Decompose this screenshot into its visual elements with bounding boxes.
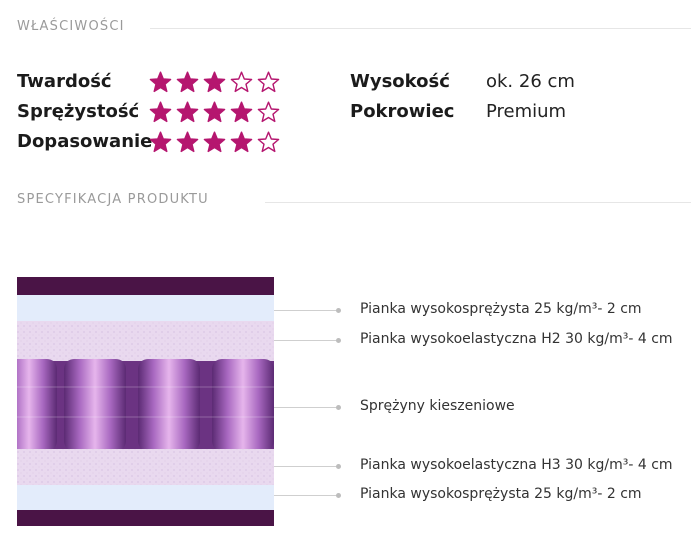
leader-line: [274, 407, 338, 408]
leader-dot: [336, 308, 341, 313]
rating-label: Dopasowanie: [17, 131, 153, 152]
layer-foam-bottom-blue: [17, 485, 274, 510]
star-filled-icon: [203, 101, 226, 123]
leader-line: [274, 466, 338, 467]
layer-label: Pianka wysokoelastyczna H2 30 kg/m³- 4 c…: [360, 331, 673, 347]
properties-divider: [150, 28, 691, 29]
star-filled-icon: [230, 131, 253, 153]
star-filled-icon: [176, 101, 199, 123]
prop-value: ok. 26 cm: [486, 71, 575, 92]
mattress-cross-section: [17, 277, 274, 526]
layer-label: Pianka wysokoelastyczna H3 30 kg/m³- 4 c…: [360, 457, 673, 473]
prop-key: Pokrowiec: [350, 101, 455, 122]
star-filled-icon: [230, 101, 253, 123]
leader-dot: [336, 493, 341, 498]
star-filled-icon: [149, 131, 172, 153]
cover-bottom: [17, 510, 274, 526]
leader-line: [274, 340, 338, 341]
rating-label: Twardość: [17, 71, 112, 92]
star-filled-icon: [176, 131, 199, 153]
rating-label: Sprężystość: [17, 101, 140, 122]
spec-heading: SPECYFIKACJA PRODUKTU: [17, 192, 209, 207]
star-empty-icon: [230, 71, 253, 93]
leader-line: [274, 310, 338, 311]
leader-dot: [336, 405, 341, 410]
prop-key: Wysokość: [350, 71, 450, 92]
star-empty-icon: [257, 101, 280, 123]
layer-label: Pianka wysokosprężysta 25 kg/m³- 2 cm: [360, 486, 642, 502]
star-empty-icon: [257, 131, 280, 153]
layer-label: Pianka wysokosprężysta 25 kg/m³- 2 cm: [360, 301, 642, 317]
cover-top: [17, 277, 274, 295]
star-filled-icon: [149, 101, 172, 123]
star-filled-icon: [149, 71, 172, 93]
leader-dot: [336, 338, 341, 343]
leader-line: [274, 495, 338, 496]
star-empty-icon: [257, 71, 280, 93]
prop-value: Premium: [486, 101, 567, 122]
star-filled-icon: [176, 71, 199, 93]
springs: [17, 359, 274, 451]
layer-foam-top-blue: [17, 295, 274, 321]
spec-divider: [265, 202, 691, 203]
leader-dot: [336, 464, 341, 469]
properties-heading: WŁAŚCIWOŚCI: [17, 19, 125, 34]
star-filled-icon: [203, 131, 226, 153]
layer-label: Sprężyny kieszeniowe: [360, 398, 515, 414]
star-filled-icon: [203, 71, 226, 93]
